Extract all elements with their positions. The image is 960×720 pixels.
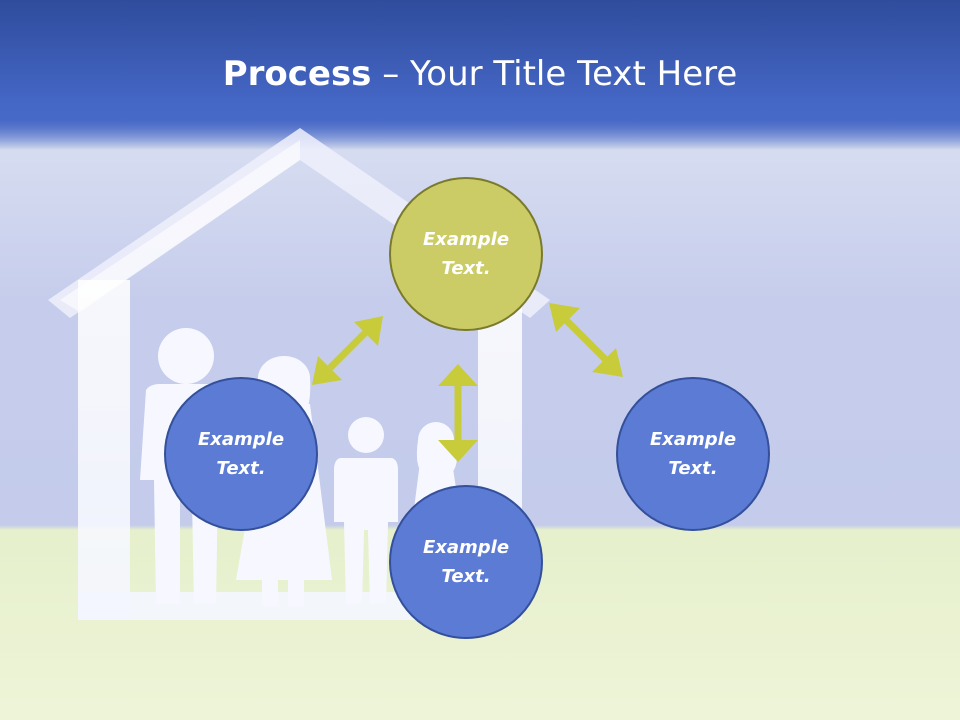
title-bold: Process (222, 54, 372, 94)
double-arrow-vertical (438, 364, 478, 462)
double-arrow-top-right (549, 303, 623, 377)
title-rest: – Your Title Text Here (371, 54, 738, 94)
page-title: Process – Your Title Text Here (0, 52, 960, 96)
double-arrow-top-left (312, 316, 383, 385)
title-bar (0, 0, 960, 150)
